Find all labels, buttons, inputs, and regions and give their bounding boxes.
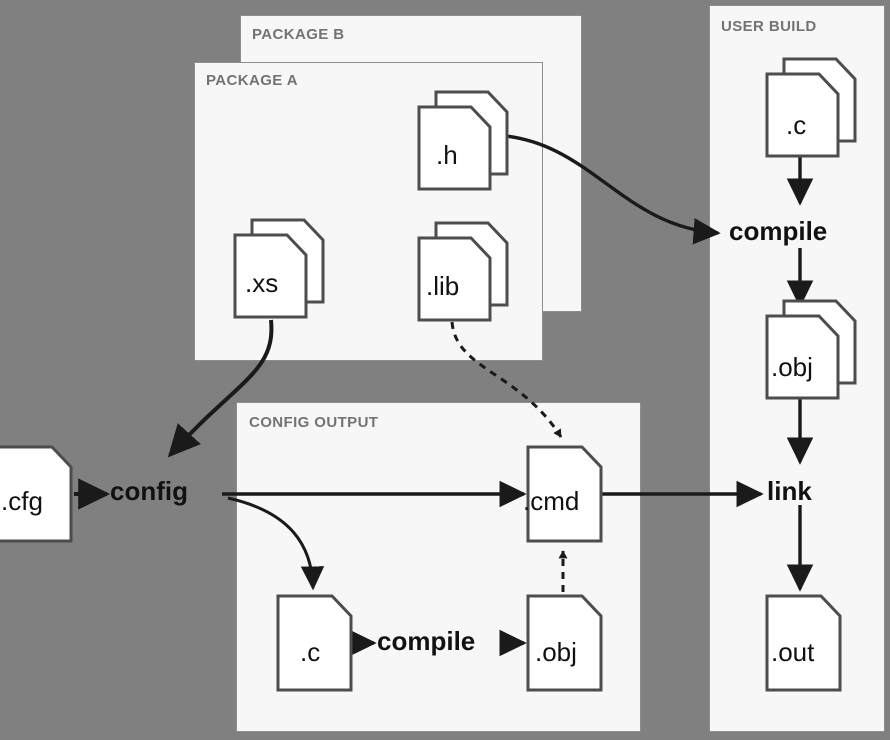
process-user-compile[interactable]: compile bbox=[729, 216, 828, 246]
panel-title-user-build: USER BUILD bbox=[721, 18, 817, 35]
document-xs[interactable]: .xs bbox=[233, 218, 334, 329]
document-config-obj-label: .obj bbox=[535, 637, 577, 667]
document-user-c[interactable]: .c bbox=[765, 57, 866, 168]
document-config-c[interactable]: .c bbox=[276, 594, 357, 701]
document-h-label: .h bbox=[436, 140, 458, 170]
document-user-obj-label: .obj bbox=[771, 352, 813, 382]
document-out[interactable]: .out bbox=[765, 594, 846, 701]
process-user-link[interactable]: link bbox=[767, 476, 812, 506]
panel-title-package-b: PACKAGE B bbox=[252, 26, 345, 43]
document-h[interactable]: .h bbox=[417, 90, 518, 201]
document-user-c-label: .c bbox=[786, 110, 806, 140]
document-cmd-label: .cmd bbox=[523, 486, 579, 516]
process-config-compile[interactable]: compile bbox=[377, 626, 476, 656]
document-cfg[interactable]: .cfg bbox=[0, 445, 82, 552]
process-config[interactable]: config bbox=[110, 476, 188, 506]
document-config-obj[interactable]: .obj bbox=[526, 594, 607, 701]
document-cfg-label: .cfg bbox=[1, 486, 43, 516]
document-user-obj[interactable]: .obj bbox=[765, 299, 866, 410]
document-config-c-label: .c bbox=[300, 637, 320, 667]
document-cmd[interactable]: .cmd bbox=[523, 445, 607, 552]
document-out-label: .out bbox=[771, 637, 815, 667]
document-xs-label: .xs bbox=[245, 268, 278, 298]
document-lib[interactable]: .lib bbox=[417, 221, 518, 332]
document-lib-label: .lib bbox=[426, 271, 459, 301]
panel-title-config-output: CONFIG OUTPUT bbox=[249, 414, 379, 431]
panel-title-package-a: PACKAGE A bbox=[206, 72, 298, 89]
